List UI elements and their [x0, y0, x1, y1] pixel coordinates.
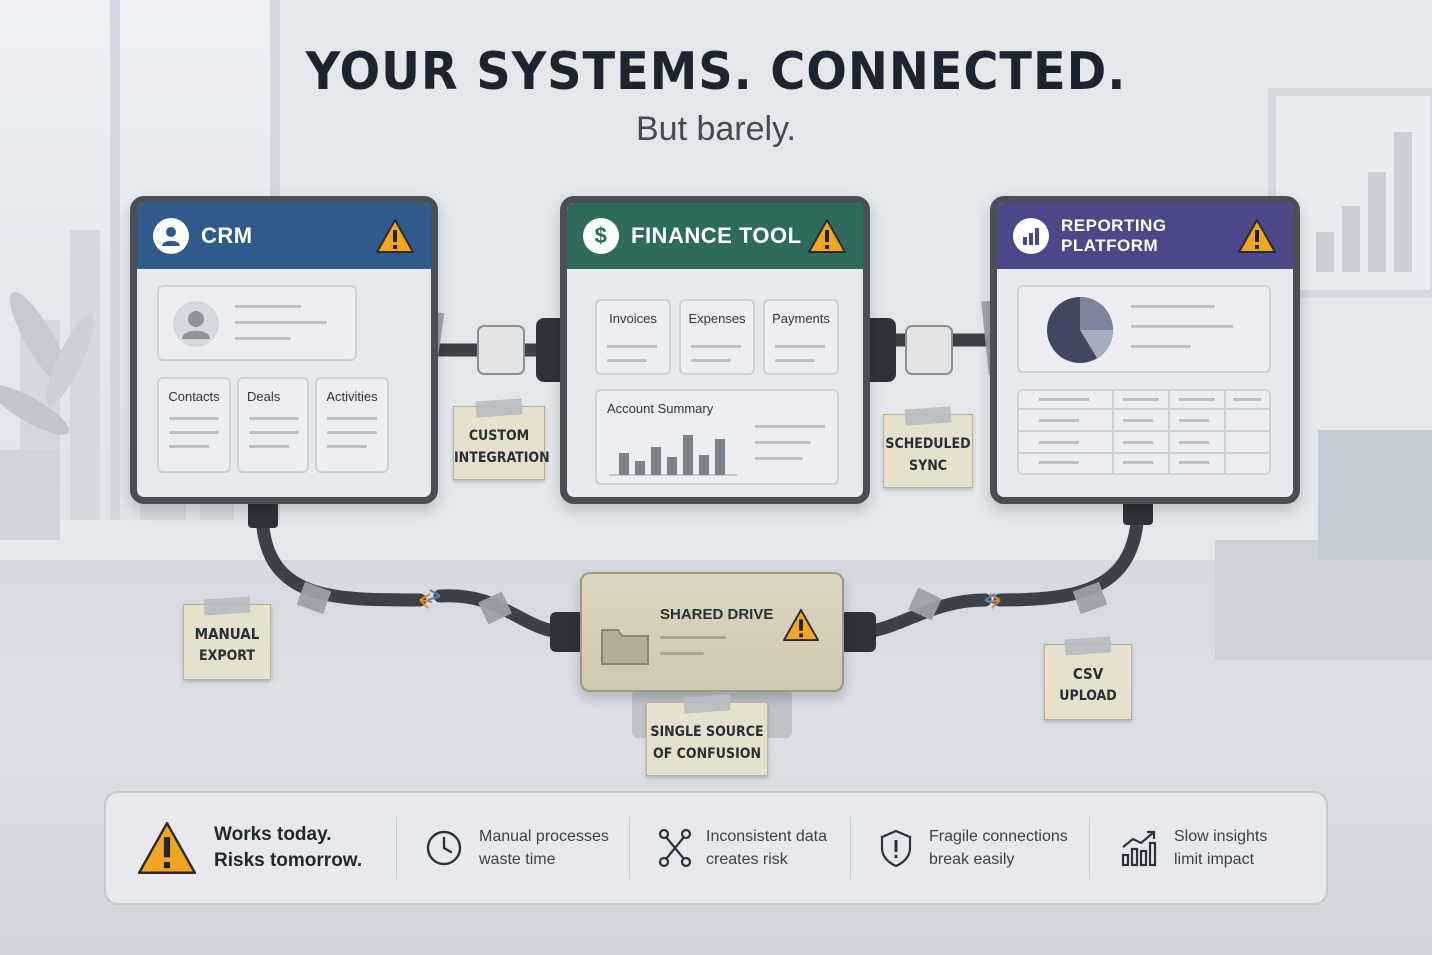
crm-title: CRM: [201, 223, 253, 248]
risk-item-insights: Slow insights limit impact: [1090, 806, 1326, 890]
warning-icon: [783, 608, 819, 642]
tag-single-source: SINGLE SOURCE OF CONFUSION: [646, 694, 768, 776]
finance-card-invoices[interactable]: Invoices: [595, 299, 671, 375]
reporting-data-table[interactable]: [1017, 389, 1271, 475]
cable-crm-drive: [255, 503, 427, 607]
finance-panel[interactable]: $ FINANCE TOOL Invoices Expenses Payment…: [560, 196, 870, 504]
shared-drive[interactable]: SHARED DRIVE: [580, 572, 844, 692]
chart-growth-icon: [1121, 830, 1157, 867]
dollar-icon: $: [583, 218, 619, 254]
table-grid: [1019, 391, 1269, 473]
finance-card-expenses[interactable]: Expenses: [679, 299, 755, 375]
finance-card-payments[interactable]: Payments: [763, 299, 839, 375]
cable-reporting-drive: [993, 498, 1145, 607]
clock-icon: [426, 830, 462, 866]
reporting-header: REPORTING PLATFORM: [997, 203, 1293, 269]
plant-decoration: [0, 291, 94, 540]
pie-chart-icon: [1047, 297, 1113, 363]
warning-icon: [808, 219, 846, 253]
tag-custom-integration: CUSTOM INTEGRATION: [453, 398, 550, 480]
risk-item-fragile: Fragile connections break easily: [851, 806, 1089, 890]
crm-profile-card: [157, 285, 357, 361]
finance-account-summary[interactable]: Account Summary: [595, 389, 839, 485]
background-binders: [1318, 430, 1432, 560]
reporting-summary-card[interactable]: [1017, 285, 1271, 373]
branch-icon: [658, 828, 692, 868]
risk-item-data: Inconsistent data creates risk: [630, 806, 850, 890]
shared-drive-title: SHARED DRIVE: [660, 606, 774, 623]
finance-title: FINANCE TOOL: [631, 223, 802, 248]
folder-icon: [601, 629, 649, 665]
user-icon: [153, 218, 189, 254]
crm-card-contacts[interactable]: Contacts: [157, 377, 231, 473]
analytics-icon: [1013, 218, 1049, 254]
tag-csv-upload: CSV UPLOAD: [1044, 636, 1132, 720]
crm-panel[interactable]: CRM Contacts Deals Activities: [130, 196, 438, 504]
reporting-panel[interactable]: REPORTING PLATFORM: [990, 196, 1300, 504]
warning-icon: [137, 821, 197, 875]
crm-header: CRM: [137, 203, 431, 269]
warning-icon: [1238, 219, 1276, 253]
finance-header: $ FINANCE TOOL: [567, 203, 863, 269]
shield-alert-icon: [880, 829, 912, 868]
background-cabinet: [1215, 540, 1432, 660]
crm-card-deals[interactable]: Deals: [237, 377, 309, 473]
warning-icon: [376, 219, 414, 253]
crm-card-activities[interactable]: Activities: [315, 377, 389, 473]
page-title: YOUR SYSTEMS. CONNECTED.: [305, 42, 1127, 102]
tag-scheduled-sync: SCHEDULED SYNC: [883, 406, 973, 488]
risk-item-manual: Manual processes waste time: [397, 806, 629, 890]
risk-headline: Works today. Risks tomorrow.: [106, 806, 396, 890]
reporting-title: REPORTING PLATFORM: [1061, 216, 1167, 255]
profile-avatar-icon: [173, 301, 219, 347]
tag-manual-export: MANUAL EXPORT: [183, 596, 271, 680]
bar-chart-icon: [609, 435, 737, 476]
page-subtitle: But barely.: [635, 110, 796, 148]
risk-summary-bar: Works today. Risks tomorrow. Manual proc…: [104, 791, 1328, 905]
